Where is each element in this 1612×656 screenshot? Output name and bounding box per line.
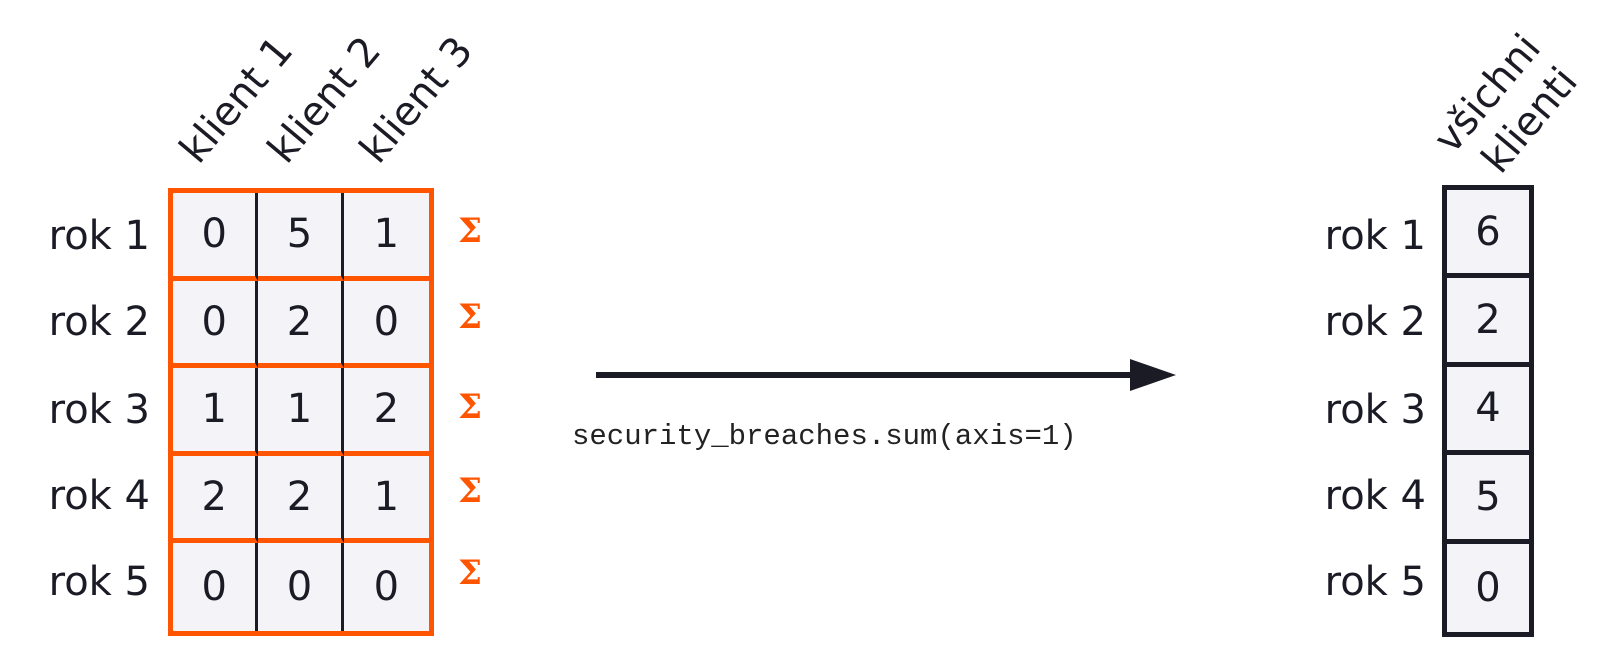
matrix-cell: 0 (343, 281, 429, 369)
matrix-cell: 2 (173, 455, 259, 544)
row-label-rok-4: rok 4 (48, 473, 150, 519)
right-arrow-icon (596, 359, 1176, 391)
matrix-cell: 1 (173, 368, 259, 456)
result-column: 6 2 4 5 0 (1442, 185, 1534, 637)
matrix-cell: 0 (258, 543, 344, 631)
row-label-rok-3: rok 3 (48, 387, 150, 433)
matrix-cell: 0 (173, 193, 259, 281)
result-row-label-rok-5: rok 5 (1324, 559, 1426, 605)
sigma-icon: Σ (458, 553, 483, 593)
result-cell: 6 (1447, 190, 1529, 279)
row-label-rok-5: rok 5 (48, 559, 150, 605)
matrix-cell: 1 (258, 368, 344, 456)
sigma-icon: Σ (458, 387, 483, 427)
matrix-cell: 5 (258, 193, 344, 281)
result-cell: 0 (1475, 564, 1501, 611)
result-row-label-rok-4: rok 4 (1324, 473, 1426, 519)
result-cell: 4 (1447, 367, 1529, 456)
result-cell: 5 (1447, 455, 1529, 544)
result-cell: 2 (1447, 278, 1529, 367)
operation-code: security_breaches.sum(axis=1) (572, 420, 1077, 453)
sigma-icon: Σ (458, 471, 483, 511)
matrix-cell: 2 (343, 368, 429, 456)
row-label-rok-1: rok 1 (48, 213, 150, 259)
matrix-cell: 0 (173, 280, 259, 369)
result-row-label-rok-3: rok 3 (1324, 387, 1426, 433)
matrix-cell: 2 (258, 280, 344, 369)
matrix-cell: 0 (373, 564, 400, 611)
sigma-icon: Σ (458, 297, 483, 337)
matrix-cell: 2 (258, 455, 344, 544)
result-row-label-rok-2: rok 2 (1324, 299, 1426, 345)
input-matrix: 0 5 1 0 2 0 1 1 2 2 2 1 0 0 0 (168, 188, 434, 636)
matrix-cell: 1 (343, 456, 429, 544)
matrix-cell: 1 (343, 193, 429, 281)
row-label-rok-2: rok 2 (48, 299, 150, 345)
result-row-label-rok-1: rok 1 (1324, 213, 1426, 259)
sigma-icon: Σ (458, 211, 483, 251)
matrix-cell: 0 (173, 543, 259, 631)
